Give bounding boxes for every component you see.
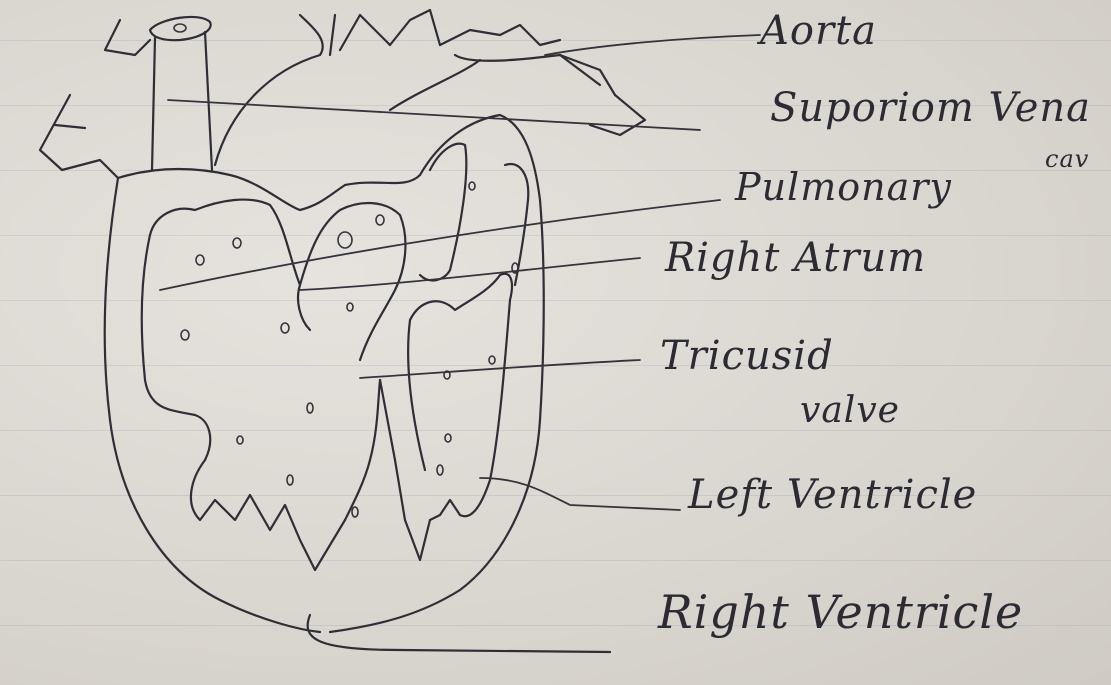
label-tricuspid: Tricusid	[660, 333, 834, 379]
arch-vessels	[215, 10, 645, 165]
label-right-atrium: Right Atrum	[665, 235, 926, 281]
heart-outline	[105, 115, 610, 652]
label-pulmonary: Pulmonary	[735, 165, 952, 209]
label-aorta: Aorta	[760, 8, 877, 54]
label-valve: valve	[800, 390, 900, 431]
chamber-dots	[181, 182, 518, 517]
label-superior-vena-cava-cont: cav	[1045, 145, 1089, 173]
label-left-ventricle: Left Ventricle	[688, 472, 977, 518]
label-superior-vena-cava: Suporiom Vena	[770, 85, 1091, 131]
aorta-vessels	[40, 17, 212, 178]
inner-chambers	[142, 144, 529, 570]
label-right-ventricle: Right Ventricle	[658, 585, 1023, 639]
